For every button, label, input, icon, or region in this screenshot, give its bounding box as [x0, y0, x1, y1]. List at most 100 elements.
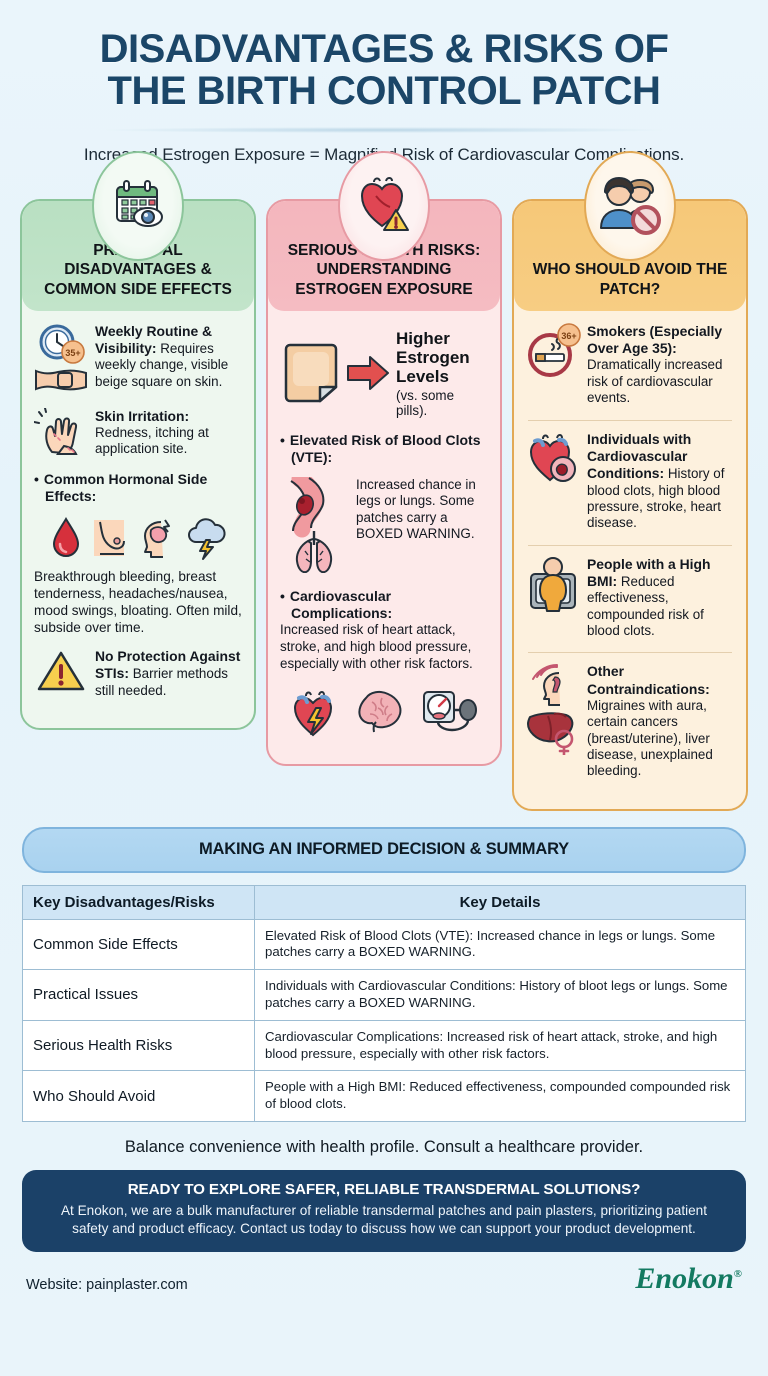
item-body: Reduced effectiveness, compounded risk o…: [587, 573, 704, 638]
hormonal-body-text: Breakthrough bleeding, breast tenderness…: [34, 568, 242, 635]
bullet-title: Common Hormonal Side Effects:: [34, 471, 242, 506]
table-row: Who Should Avoid People with a High BMI:…: [22, 1070, 746, 1122]
item-body: Dramatically increased risk of cardiovas…: [587, 357, 723, 406]
item-icons: [526, 663, 580, 779]
item-icons: 36+: [526, 322, 581, 407]
bullet-body: Increased risk of heart attack, stroke, …: [280, 622, 473, 671]
feature-text: Higher Estrogen Levels (vs. some pills).: [396, 329, 488, 418]
item-text: Skin Irritation: Redness, itching at app…: [95, 408, 242, 458]
bullet-title: Cardiovascular Complications:: [280, 588, 488, 623]
brand-name: Enokon: [635, 1261, 734, 1295]
row-key: Who Should Avoid: [22, 1070, 255, 1122]
item-title: Individuals with Cardiovascular Conditio…: [587, 430, 692, 482]
card-practical: PRACTICAL DISADVANTAGES & COMMON SIDE EF…: [20, 198, 256, 731]
blood-clots-row: Increased chance in legs or lungs. Some …: [280, 470, 488, 578]
row-key: Serious Health Risks: [22, 1019, 255, 1072]
summary-table: Key Disadvantages/Risks Key Details Comm…: [22, 884, 746, 1122]
card-serious-risks: SERIOUS HEALTH RISKS: UNDERSTANDING ESTR…: [266, 198, 502, 767]
item-icons: 35+: [34, 323, 88, 395]
heart-attack-icon: [293, 691, 333, 737]
closing-statement: Balance convenience with health profile.…: [124, 1137, 644, 1156]
item-body: Migraines with aura, certain cancers (br…: [587, 697, 713, 779]
cta-headline: READY TO EXPLORE SAFER, RELIABLE TRANSDE…: [127, 1180, 641, 1198]
item-title: Smokers (Especially Over Age 35):: [587, 322, 723, 357]
divider: [528, 419, 732, 421]
registered-mark: ®: [733, 1267, 742, 1280]
patch-square-icon: [284, 344, 338, 403]
feature-note: (vs. some pills).: [396, 387, 455, 418]
bullet-title: Elevated Risk of Blood Clots (VTE):: [280, 432, 488, 467]
no-smoking-35plus-icon: 36+: [528, 322, 581, 377]
page-title: DISADVANTAGES & RISKS OF THE BIRTH CONTR…: [12, 0, 756, 113]
lungs-icon: [295, 530, 333, 573]
calendar-eye-icon: [92, 150, 184, 261]
item-text: No Protection Against STIs: Barrier meth…: [95, 648, 242, 699]
card-body-practical: 35+ Weekly Routine & Visibility: Require…: [22, 311, 254, 728]
item-body: Barrier methods still needed.: [95, 666, 228, 698]
title-line-1: DISADVANTAGES & RISKS OF: [99, 27, 669, 71]
row-detail: Cardiovascular Complications: Increased …: [254, 1019, 746, 1072]
migraine-aura-icon: [532, 664, 561, 707]
heart-clot-icon: [529, 433, 576, 482]
svg-text:35+: 35+: [65, 348, 80, 358]
people-prohibited-icon: [584, 150, 676, 261]
svg-text:36+: 36+: [561, 331, 576, 341]
column-practical-disadvantages: PRACTICAL DISADVANTAGES & COMMON SIDE EF…: [20, 150, 256, 731]
heart-warning-icon: [338, 150, 430, 261]
divider: [528, 544, 732, 546]
item-text: People with a High BMI: Reduced effectiv…: [587, 556, 734, 640]
divider: [528, 652, 732, 654]
list-item: 35+ Weekly Routine & Visibility: Require…: [34, 323, 242, 395]
table-row: Serious Health Risks Cardiovascular Comp…: [22, 1019, 746, 1072]
table-row: Practical Issues Individuals with Cardio…: [22, 969, 746, 1021]
itchy-hand-icon: [34, 407, 78, 455]
headache-head-icon: [143, 518, 170, 558]
feature-title: Higher Estrogen Levels: [396, 328, 470, 386]
item-body: Redness, itching at application site.: [95, 425, 209, 457]
list-item: No Protection Against STIs: Barrier meth…: [34, 648, 242, 699]
table-row: Common Side Effects Elevated Risk of Blo…: [22, 918, 746, 971]
blood-clots-icons: [280, 470, 350, 578]
item-title: Other Contraindications:: [587, 663, 710, 697]
clotted-vein-icon: [290, 470, 325, 538]
columns-container: PRACTICAL DISADVANTAGES & COMMON SIDE EF…: [12, 150, 756, 811]
footer: Website: painplaster.com Enokon®: [26, 1261, 742, 1295]
row-key: Common Side Effects: [22, 918, 255, 971]
item-text: Individuals with Cardiovascular Conditio…: [587, 431, 734, 532]
list-item: People with a High BMI: Reduced effectiv…: [526, 556, 734, 640]
item-icons: [526, 431, 580, 532]
card-body-who-avoid: 36+ Smokers (Especially Over Age 35): Dr…: [514, 311, 746, 809]
item-text: Smokers (Especially Over Age 35): Dramat…: [587, 323, 734, 407]
title-divider: [104, 126, 664, 133]
item-title: People with a High BMI:: [587, 555, 711, 589]
brand-logo: Enokon®: [635, 1261, 742, 1295]
website-label[interactable]: Website: painplaster.com: [26, 1277, 188, 1294]
row-detail: Individuals with Cardiovascular Conditio…: [254, 969, 746, 1021]
row-detail: Elevated Risk of Blood Clots (VTE): Incr…: [254, 918, 746, 971]
blood-clots-body: Increased chance in legs or lungs. Some …: [356, 476, 476, 542]
item-title: No Protection Against STIs:: [95, 648, 241, 682]
card-body-serious: Higher Estrogen Levels (vs. some pills).…: [268, 311, 500, 764]
liver-female-icon: [527, 712, 574, 756]
table-header-row: Key Disadvantages/Risks Key Details: [22, 884, 746, 920]
item-title: Skin Irritation:: [95, 407, 190, 424]
cardio-icon-row: [280, 688, 488, 740]
blood-pressure-cuff-icon: [423, 691, 477, 732]
list-item: Skin Irritation: Redness, itching at app…: [34, 407, 242, 458]
row-detail: People with a High BMI: Reduced effectiv…: [254, 1070, 746, 1122]
column-header-key: Key Disadvantages/Risks: [22, 884, 255, 920]
title-line-2: THE BIRTH CONTROL PATCH: [107, 69, 661, 114]
item-text: Other Contraindications: Migraines with …: [587, 663, 734, 779]
brain-icon: [358, 691, 402, 733]
summary-banner: MAKING AN INFORMED DECISION & SUMMARY: [22, 826, 746, 873]
warning-triangle-icon: [37, 651, 85, 691]
item-title: Weekly Routine & Visibility:: [95, 322, 213, 357]
cta-banner: READY TO EXPLORE SAFER, RELIABLE TRANSDE…: [22, 1169, 746, 1252]
higher-estrogen-feature: Higher Estrogen Levels (vs. some pills).: [280, 329, 488, 418]
item-icons: [526, 556, 580, 640]
list-item: Individuals with Cardiovascular Conditio…: [526, 431, 734, 532]
bullet-hormonal-side-effects: Common Hormonal Side Effects:: [34, 471, 242, 506]
hormonal-icon-row: [34, 516, 242, 560]
list-item: Other Contraindications: Migraines with …: [526, 663, 734, 779]
